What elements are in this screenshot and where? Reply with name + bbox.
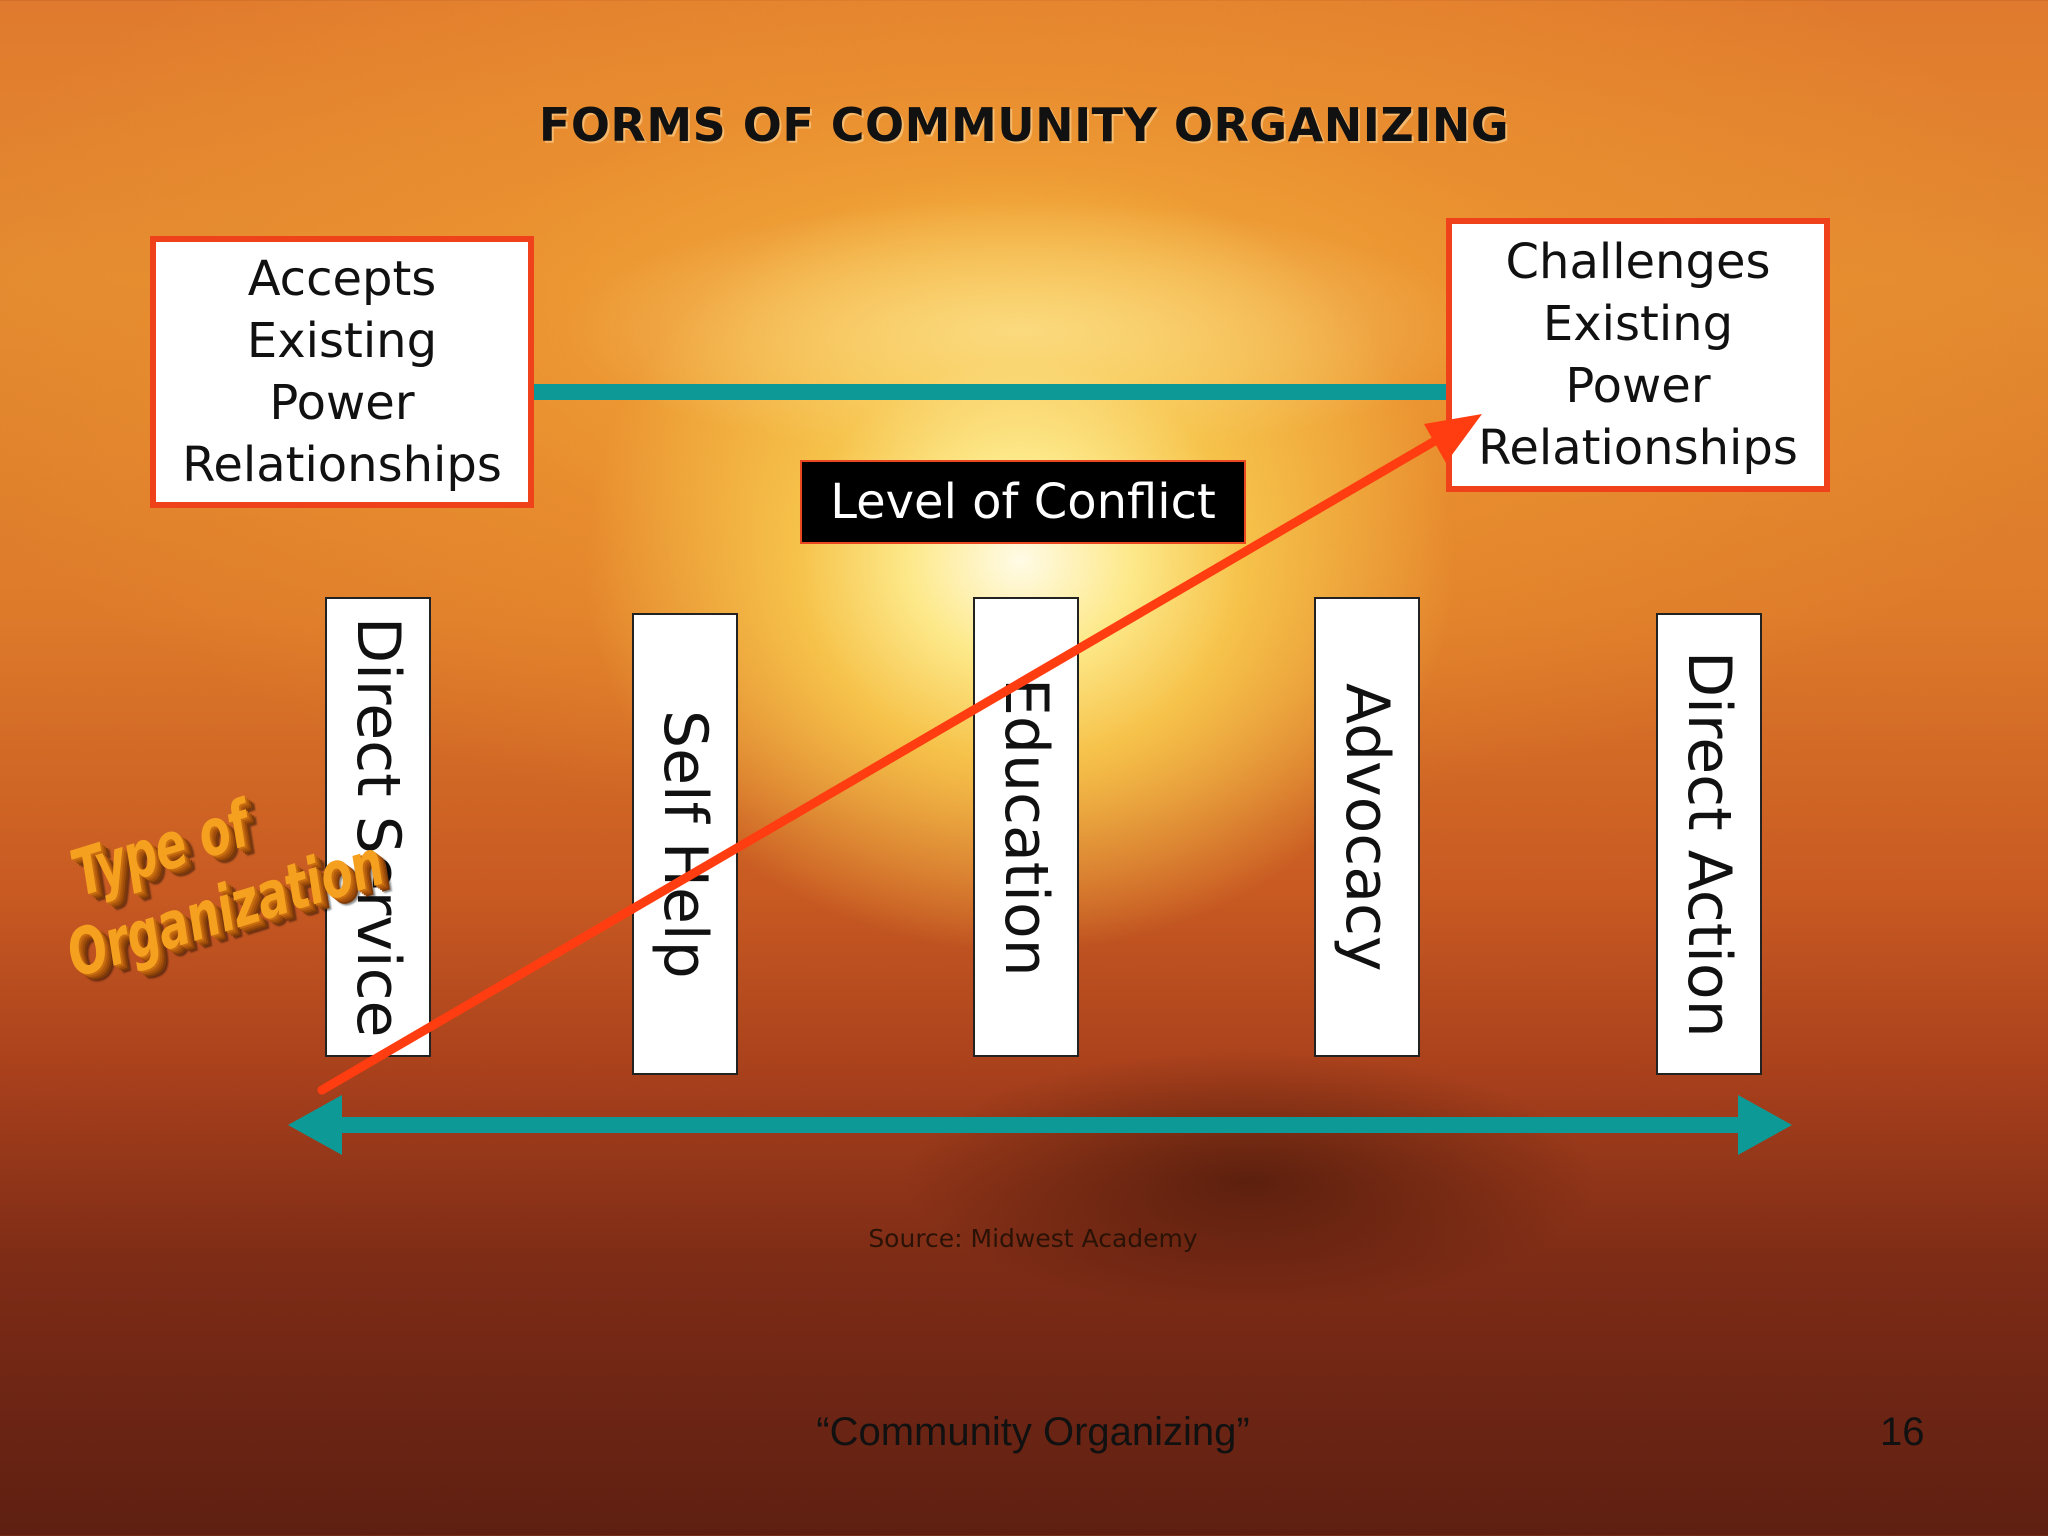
- org-type-label: Advocacy: [1332, 682, 1402, 972]
- org-type-label: Education: [991, 677, 1061, 977]
- source-citation: Source: Midwest Academy: [868, 1224, 1198, 1253]
- org-type-self-help: Self Help: [632, 613, 738, 1075]
- challenges-power-box: Challenges Existing Power Relationships: [1446, 218, 1830, 492]
- org-type-education: Education: [973, 597, 1079, 1057]
- org-type-label: Self Help: [650, 709, 720, 979]
- footer-title: “Community Organizing”: [816, 1410, 1250, 1454]
- org-type-advocacy: Advocacy: [1314, 597, 1420, 1057]
- organization-type-arrow: [288, 1095, 1792, 1155]
- conflict-trend-arrow: [317, 414, 1482, 1095]
- page-number: 16: [1880, 1410, 1925, 1454]
- org-type-label: Direct Service: [343, 616, 413, 1038]
- accepts-power-label: Accepts Existing Power Relationships: [182, 251, 502, 493]
- challenges-power-label: Challenges Existing Power Relationships: [1478, 234, 1798, 476]
- level-of-conflict-label: Level of Conflict: [800, 460, 1246, 544]
- org-type-direct-action: Direct Action: [1656, 613, 1762, 1075]
- slide-title: FORMS OF COMMUNITY ORGANIZING: [538, 98, 1510, 152]
- accepts-power-box: Accepts Existing Power Relationships: [150, 236, 534, 508]
- org-type-direct-service: Direct Service: [325, 597, 431, 1057]
- org-type-label: Direct Action: [1674, 650, 1744, 1038]
